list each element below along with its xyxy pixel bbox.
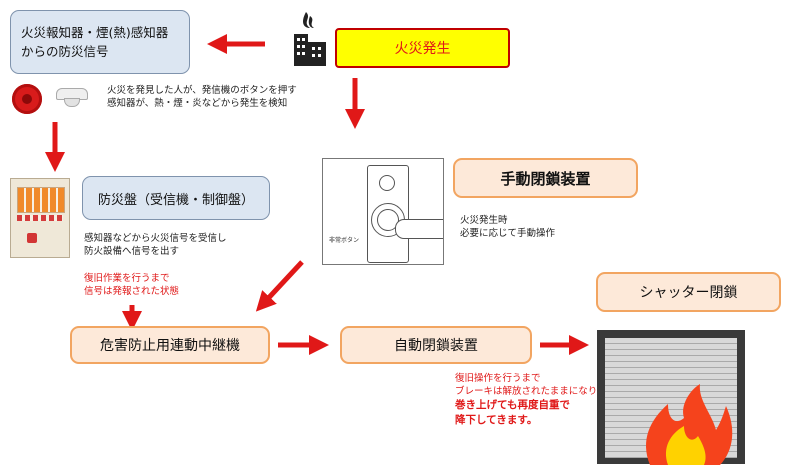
relay-label: 危害防止用連動中継機 bbox=[100, 338, 240, 354]
manual-note: 火災発生時 必要に応じて手動操作 bbox=[460, 215, 556, 239]
fire-outbreak-label: 火災発生 bbox=[394, 41, 451, 57]
panel-red-note: 復旧作業を行うまで 信号は発報された状態 bbox=[84, 273, 180, 297]
panel-note: 感知器などから火災信号を受信し 防火設備へ信号を出す bbox=[84, 233, 227, 257]
shutter-closed-box: シャッター閉鎖 bbox=[596, 272, 781, 312]
control-panel-image bbox=[10, 178, 70, 258]
emergency-button-label: 非常ボタン bbox=[329, 237, 360, 244]
auto-closing-box: 自動閉鎖装置 bbox=[340, 326, 532, 364]
shutter-image bbox=[597, 330, 745, 464]
manual-button-image: 非常ボタン bbox=[322, 158, 444, 265]
building-fire-icon bbox=[290, 10, 330, 68]
alarm-signal-box: 火災報知器・煙(熱)感知器 からの防災信号 bbox=[10, 10, 190, 74]
shutter-closed-label: シャッター閉鎖 bbox=[639, 285, 738, 301]
detect-note: 火災を発見した人が、発信機のボタンを押す 感知器が、熱・煙・炎などから発生を検知 bbox=[107, 85, 297, 109]
arrow-manual-to-relay bbox=[255, 260, 304, 312]
building-icon bbox=[294, 12, 326, 66]
manual-closing-label: 手動閉鎖装置 bbox=[500, 169, 591, 188]
control-panel-label: 防災盤（受信機・制御盤） bbox=[97, 192, 254, 208]
auto-red-note: 復旧操作を行うまで ブレーキは解放されたままになり bbox=[455, 373, 598, 397]
smoke-detector-icon bbox=[56, 88, 88, 107]
control-panel-box: 防災盤（受信機・制御盤） bbox=[82, 176, 270, 220]
fire-alarm-button-icon bbox=[12, 84, 42, 114]
auto-bold-note: 巻き上げても再度自重で 降下してきます。 bbox=[455, 399, 570, 426]
manual-closing-box: 手動閉鎖装置 bbox=[453, 158, 638, 198]
alarm-signal-label: 火災報知器・煙(熱)感知器 からの防災信号 bbox=[21, 25, 169, 59]
auto-closing-label: 自動閉鎖装置 bbox=[394, 338, 478, 354]
fire-outbreak-box: 火災発生 bbox=[335, 28, 510, 68]
relay-box: 危害防止用連動中継機 bbox=[70, 326, 270, 364]
